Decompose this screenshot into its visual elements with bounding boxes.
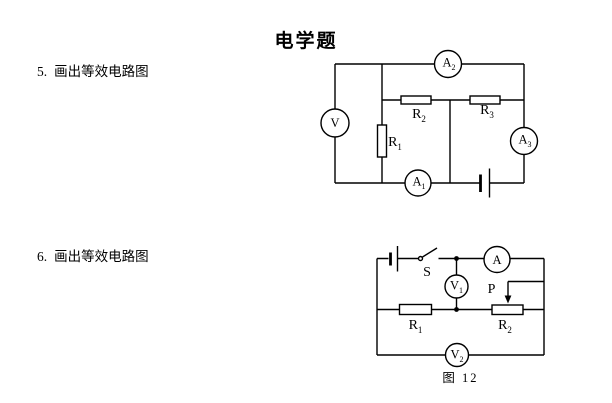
rheostat-r2-label: R2 xyxy=(498,318,512,335)
slider-arrow-icon xyxy=(504,295,512,304)
voltmeter-v2-label: V2 xyxy=(450,346,464,364)
resistor-r2-label: R2 xyxy=(412,106,426,124)
voltmeter-v1-label: V1 xyxy=(449,277,464,295)
problem-5-text: 画出等效电路图 xyxy=(54,64,149,79)
resistor-r3-symbol xyxy=(469,95,501,105)
problem-6-number: 6. xyxy=(37,249,48,264)
circuit-1 xyxy=(320,49,539,198)
ammeter-a3-symbol xyxy=(509,126,539,156)
resistor-r1-label: R1 xyxy=(388,135,402,152)
ammeter-a2-label: A2 xyxy=(442,55,456,72)
page-title: 电学题 xyxy=(274,31,338,52)
ammeter-a1-symbol xyxy=(404,169,432,197)
voltmeter-v-label: V xyxy=(330,115,340,130)
ammeter-a2-symbol xyxy=(433,49,463,79)
switch-s-label: S xyxy=(423,264,431,280)
problem-6-text: 画出等效电路图 xyxy=(54,249,149,264)
problem-5: 5. 画出等效电路图 xyxy=(37,60,149,80)
voltmeter-v2-symbol xyxy=(444,342,470,368)
problem-5-number: 5. xyxy=(37,64,48,79)
switch-lever xyxy=(422,247,438,258)
ammeter-a1-label: A1 xyxy=(412,174,426,191)
circuit1-outer-loop-wire xyxy=(334,63,525,184)
resistor2-r1-symbol xyxy=(398,303,433,316)
circuit2-slider-tap-wire xyxy=(507,280,544,297)
ammeter-a3-label: A3 xyxy=(518,132,532,149)
resistor-r3-label: R3 xyxy=(480,103,494,120)
circuit-2 xyxy=(376,245,545,368)
voltmeter-v1-symbol xyxy=(444,274,469,299)
junction-dot-middle xyxy=(454,307,459,312)
problem-6: 6. 画出等效电路图 xyxy=(37,245,149,265)
rheostat-r2-symbol xyxy=(491,304,524,316)
resistor-r2-symbol xyxy=(400,95,432,105)
resistor2-r1-label: R1 xyxy=(408,318,423,335)
voltmeter-v-symbol xyxy=(320,108,350,138)
ammeter-a-label: A xyxy=(492,252,502,267)
junction-dot-top xyxy=(454,256,459,261)
resistor-r1-symbol xyxy=(376,124,388,158)
figure-caption: 图 12 xyxy=(442,370,479,385)
slider-p-label: P xyxy=(487,282,496,297)
switch-pivot xyxy=(417,255,424,262)
ammeter-a-symbol xyxy=(483,245,511,274)
